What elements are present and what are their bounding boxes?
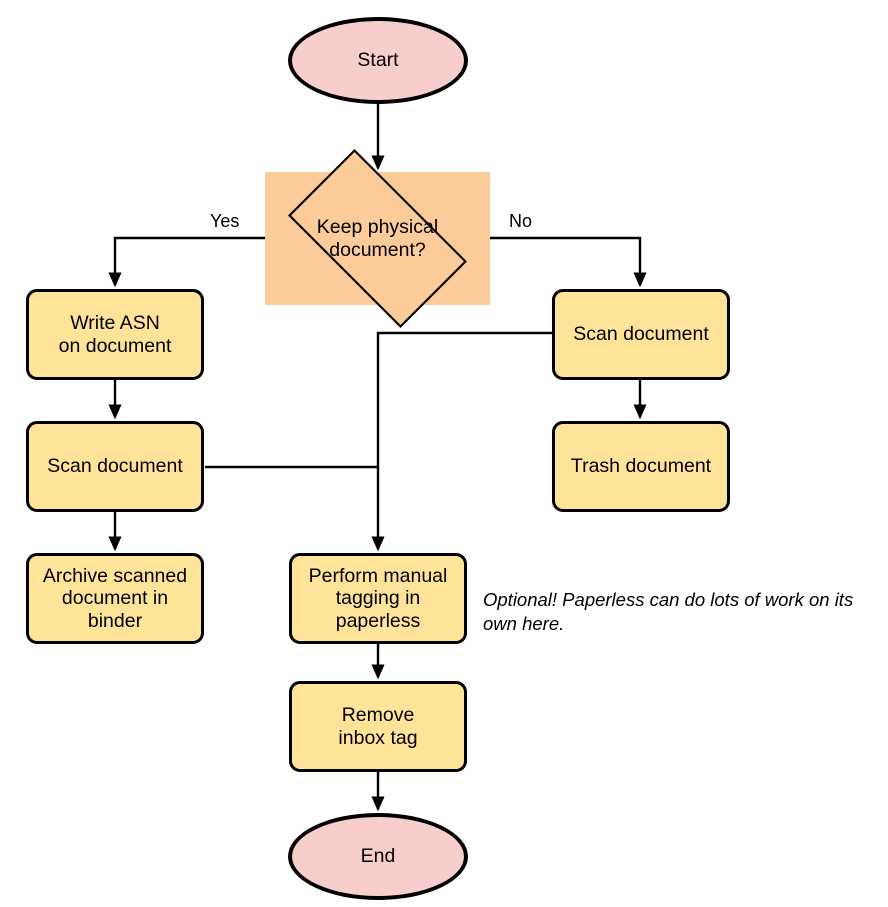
node-end[interactable]: End	[288, 813, 468, 900]
node-scan-document-left-label: Scan document	[47, 455, 183, 478]
node-write-asn-label: Write ASN on document	[58, 311, 172, 357]
node-scan-document-left[interactable]: Scan document	[26, 421, 204, 512]
node-start-label: Start	[357, 49, 399, 72]
node-trash-document[interactable]: Trash document	[552, 421, 730, 512]
edge-label-no-text: No	[509, 211, 533, 231]
node-archive-in-binder-label: Archive scanned document in binder	[42, 564, 188, 632]
node-decision-label: Keep physical document?	[316, 215, 439, 261]
node-end-label: End	[360, 845, 396, 868]
node-scan-document-right[interactable]: Scan document	[552, 289, 730, 380]
edge-decision-yes-to-write-asn	[108, 236, 265, 288]
node-remove-inbox-tag-label: Remove inbox tag	[338, 703, 418, 749]
edge-decision-no-to-scan-right	[490, 236, 647, 288]
node-decision-keep-physical-document[interactable]: Keep physical document?	[265, 149, 490, 328]
edge-scan-right-to-tagging	[371, 331, 552, 552]
node-perform-manual-tagging[interactable]: Perform manual tagging in paperless	[289, 553, 467, 644]
edge-label-yes-text: Yes	[210, 211, 240, 231]
edge-label-yes: Yes	[210, 211, 239, 232]
node-start[interactable]: Start	[288, 17, 468, 104]
node-remove-inbox-tag[interactable]: Remove inbox tag	[289, 681, 467, 772]
annotation-optional-note: Optional! Paperless can do lots of work …	[483, 588, 883, 636]
node-trash-document-label: Trash document	[570, 455, 712, 478]
node-perform-manual-tagging-label: Perform manual tagging in paperless	[308, 564, 448, 632]
annotation-optional-note-text: Optional! Paperless can do lots of work …	[483, 589, 854, 635]
node-scan-document-right-label: Scan document	[573, 323, 709, 346]
edge-label-no: No	[509, 211, 532, 232]
node-archive-in-binder[interactable]: Archive scanned document in binder	[26, 553, 204, 644]
node-write-asn[interactable]: Write ASN on document	[26, 289, 204, 380]
